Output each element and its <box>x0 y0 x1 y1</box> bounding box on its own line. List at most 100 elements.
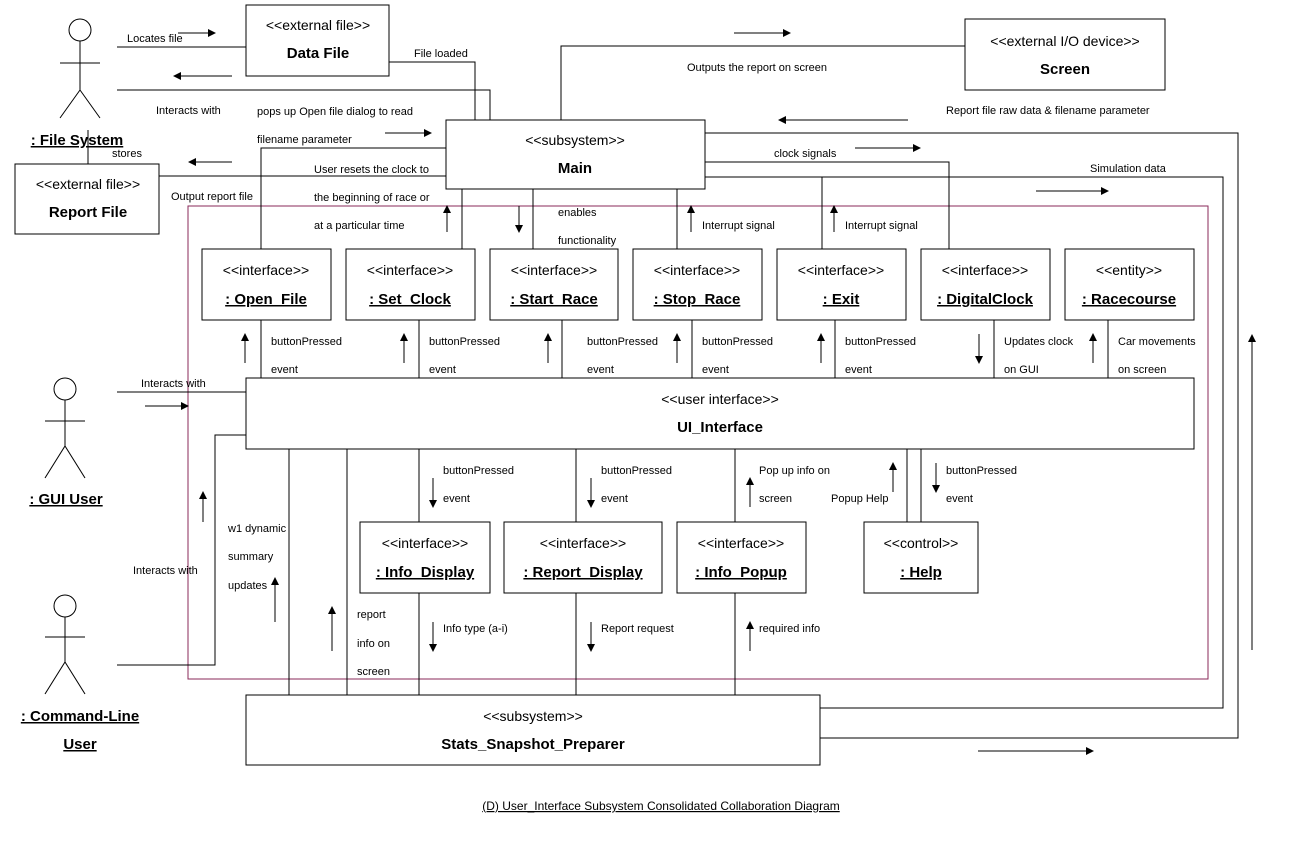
diagram-caption: (D) User_Interface Subsystem Consolidate… <box>482 799 840 813</box>
label-bp-event-2b: event <box>429 364 456 376</box>
digital-clock-name: : DigitalClock <box>937 291 1034 308</box>
start-race-name: : Start_Race <box>510 291 598 308</box>
label-outputs-report: Outputs the report on screen <box>687 62 827 74</box>
label-required-info: required info <box>759 623 820 635</box>
label-info-type: Info type (a-i) <box>443 623 508 635</box>
file-system-label: : File System <box>31 132 124 149</box>
label-popsup-1: pops up Open file dialog to read <box>257 106 413 118</box>
label-report-request: Report request <box>601 623 674 635</box>
file-system-actor <box>59 18 101 119</box>
info-display-stereotype: <<interface>> <box>382 535 468 551</box>
exit-name: : Exit <box>823 291 860 308</box>
digital-clock-stereotype: <<interface>> <box>942 262 1028 278</box>
label-enables-2: functionality <box>558 235 617 247</box>
label-bp-low-2: buttonPressed <box>601 465 672 477</box>
label-interacts-with-gui: Interacts with <box>141 378 206 390</box>
stop-race-stereotype: <<interface>> <box>654 262 740 278</box>
ui-interface-box <box>245 377 1195 450</box>
info-display-box <box>359 521 491 594</box>
report-display-box <box>503 521 663 594</box>
command-line-user-label: : Command-Line <box>21 708 139 725</box>
help-stereotype: <<control>> <box>884 535 959 551</box>
label-interacts-with-cli: Interacts with <box>133 565 198 577</box>
main-name: Main <box>558 160 592 177</box>
start-race-stereotype: <<interface>> <box>511 262 597 278</box>
label-car-movements-2: on screen <box>1118 364 1166 376</box>
stats-box <box>245 694 821 766</box>
label-w1-1: w1 dynamic <box>227 523 287 535</box>
label-clock-signals: clock signals <box>774 148 837 160</box>
label-bp-low-1: buttonPressed <box>443 465 514 477</box>
report-file-stereotype: <<external file>> <box>36 176 140 192</box>
label-popup-info-2: screen <box>759 493 792 505</box>
digital-clock-box <box>920 248 1051 321</box>
set-clock-name: : Set_Clock <box>369 291 451 308</box>
label-updates-clock-1: Updates clock <box>1004 336 1074 348</box>
racecourse-box <box>1064 248 1195 321</box>
label-interrupt-2: Interrupt signal <box>845 220 918 232</box>
label-bp-event-1: buttonPressed <box>271 336 342 348</box>
data-file-box <box>245 4 390 77</box>
open-file-stereotype: <<interface>> <box>223 262 309 278</box>
info-popup-stereotype: <<interface>> <box>698 535 784 551</box>
gui-user-label: : GUI User <box>29 491 103 508</box>
report-display-stereotype: <<interface>> <box>540 535 626 551</box>
screen-box <box>964 18 1166 91</box>
open-file-box <box>201 248 332 321</box>
set-clock-stereotype: <<interface>> <box>367 262 453 278</box>
label-popup-help: Popup Help <box>831 493 889 505</box>
help-name: : Help <box>900 564 942 581</box>
label-interacts-with-fs: Interacts with <box>156 105 221 117</box>
label-bp-low-1b: event <box>443 493 470 505</box>
command-line-user-actor <box>44 594 86 695</box>
open-file-name: : Open_File <box>225 291 307 308</box>
connector-lines <box>87 45 1239 739</box>
racecourse-name: : Racecourse <box>1082 291 1176 308</box>
label-report-info-2: info on <box>357 638 390 650</box>
set-clock-box <box>345 248 476 321</box>
label-output-report-file: Output report file <box>171 191 253 203</box>
label-bp-low-3b: event <box>946 493 973 505</box>
message-arrows <box>145 29 1256 755</box>
label-user-resets-2: the beginning of race or <box>314 192 430 204</box>
label-bp-low-3: buttonPressed <box>946 465 1017 477</box>
label-popup-info-1: Pop up info on <box>759 465 830 477</box>
data-file-name: Data File <box>287 45 350 62</box>
stats-stereotype: <<subsystem>> <box>483 708 583 724</box>
label-user-resets-3: at a particular time <box>314 220 404 232</box>
label-popsup-2: filename parameter <box>257 134 352 146</box>
exit-box <box>776 248 907 321</box>
info-popup-box <box>676 521 807 594</box>
stop-race-name: : Stop_Race <box>654 291 741 308</box>
main-stereotype: <<subsystem>> <box>525 132 625 148</box>
report-display-name: : Report_Display <box>523 564 643 581</box>
label-stores: stores <box>112 148 142 160</box>
label-user-resets-1: User resets the clock to <box>314 164 429 176</box>
gui-user-actor <box>44 377 86 479</box>
start-race-box <box>489 248 619 321</box>
label-bp-event-5: buttonPressed <box>845 336 916 348</box>
label-updates-clock-2: on GUI <box>1004 364 1039 376</box>
label-bp-event-3b: event <box>587 364 614 376</box>
ui-interface-name: UI_Interface <box>677 419 763 436</box>
screen-name: Screen <box>1040 61 1090 78</box>
label-simulation-data: Simulation data <box>1090 163 1167 175</box>
label-bp-event-1b: event <box>271 364 298 376</box>
label-bp-event-4b: event <box>702 364 729 376</box>
info-popup-name: : Info_Popup <box>695 564 787 581</box>
label-report-info-1: report <box>357 609 386 621</box>
racecourse-stereotype: <<entity>> <box>1096 262 1162 278</box>
label-bp-low-2b: event <box>601 493 628 505</box>
label-w1-3: updates <box>228 580 268 592</box>
label-w1-2: summary <box>228 551 274 563</box>
ui-interface-stereotype: <<user interface>> <box>661 391 779 407</box>
label-file-loaded: File loaded <box>414 48 468 60</box>
report-file-name: Report File <box>49 204 127 221</box>
label-bp-event-5b: event <box>845 364 872 376</box>
label-bp-event-3: buttonPressed <box>587 336 658 348</box>
label-locates-file: Locates file <box>127 33 183 45</box>
exit-stereotype: <<interface>> <box>798 262 884 278</box>
label-bp-event-4: buttonPressed <box>702 336 773 348</box>
main-box <box>445 119 706 190</box>
